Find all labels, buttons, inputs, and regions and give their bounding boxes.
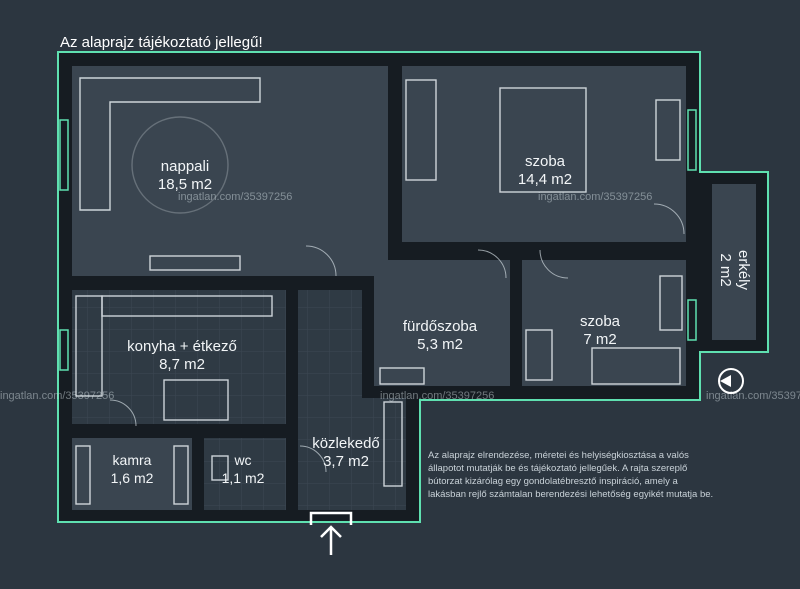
room-kozlekedo: közlekedő 3,7 m2	[298, 435, 394, 471]
room-furdoszoba: fürdőszoba 5,3 m2	[380, 318, 500, 354]
room-name: wc	[234, 452, 252, 468]
floor-furdoszoba	[374, 260, 510, 386]
room-wc: wc 1,1 m2	[208, 451, 278, 487]
kamra-shelf-2	[173, 445, 189, 505]
room-name: szoba	[579, 313, 621, 330]
floor-konyha	[72, 290, 286, 424]
wc-bowl	[211, 455, 229, 481]
dining-table	[163, 379, 229, 421]
room-name: szoba	[524, 153, 566, 170]
wardrobe-large	[405, 79, 437, 181]
bathtub	[379, 367, 425, 385]
room-area: 2 m2	[717, 253, 734, 287]
room-konyha: konyha + étkező 8,7 m2	[102, 338, 262, 374]
room-area: 3,7 m2	[323, 453, 369, 470]
north-compass-icon	[718, 368, 744, 394]
room-szoba-large: szoba 14,4 m2	[490, 153, 600, 189]
watermark: ingatlan.com/35397256	[0, 390, 115, 402]
room-nappali: nappali 18,5 m2	[130, 158, 240, 194]
sofa	[79, 77, 261, 211]
room-area: 8,7 m2	[159, 356, 205, 373]
desk-small	[659, 275, 683, 331]
room-area: 18,5 m2	[157, 176, 213, 193]
room-name: erkély	[735, 249, 752, 290]
entrance-arrow-icon	[309, 511, 353, 555]
room-name: nappali	[160, 158, 210, 175]
room-szoba-small: szoba 7 m2	[550, 313, 650, 349]
floor-szoba-large	[402, 66, 686, 242]
watermark: ingatlan.com/35397256	[380, 390, 495, 402]
room-area: 1,6 m2	[110, 470, 154, 486]
bed-small	[591, 347, 681, 385]
room-area: 7 m2	[583, 331, 617, 348]
disclaimer-text: Az alaprajz elrendezése, méretei és hely…	[428, 450, 714, 500]
disclaimer-title: Az alaprajz tájékoztató jellegű!	[60, 34, 263, 51]
room-kamra: kamra 1,6 m2	[92, 451, 172, 487]
wardrobe-small	[525, 329, 553, 381]
kamra-shelf	[75, 445, 91, 505]
room-area: 1,1 m2	[221, 470, 265, 486]
floor-nappali	[72, 66, 388, 276]
desk-large	[655, 99, 681, 161]
watermark: ingatlan.com/35397256	[538, 191, 653, 203]
rug	[131, 116, 229, 214]
room-name: konyha + étkező	[127, 338, 237, 355]
room-area: 14,4 m2	[517, 171, 573, 188]
room-name: fürdőszoba	[402, 318, 478, 335]
room-area: 5,3 m2	[417, 336, 463, 353]
hall-wardrobe	[383, 401, 403, 487]
floor-kamra	[72, 438, 192, 510]
watermark: ingatlan.com/35397256	[178, 191, 293, 203]
tv-stand	[149, 255, 241, 271]
floor-kozlekedo	[298, 290, 362, 510]
floor-szoba-small	[522, 260, 686, 386]
floor-erkely	[712, 184, 756, 340]
room-name: kamra	[112, 452, 152, 468]
counter	[75, 295, 103, 397]
floor-wc	[204, 438, 286, 510]
counter-top	[101, 295, 273, 317]
bed-large	[499, 87, 587, 193]
room-erkely: erkély 2 m2	[716, 230, 752, 310]
room-name: közlekedő	[312, 435, 380, 452]
